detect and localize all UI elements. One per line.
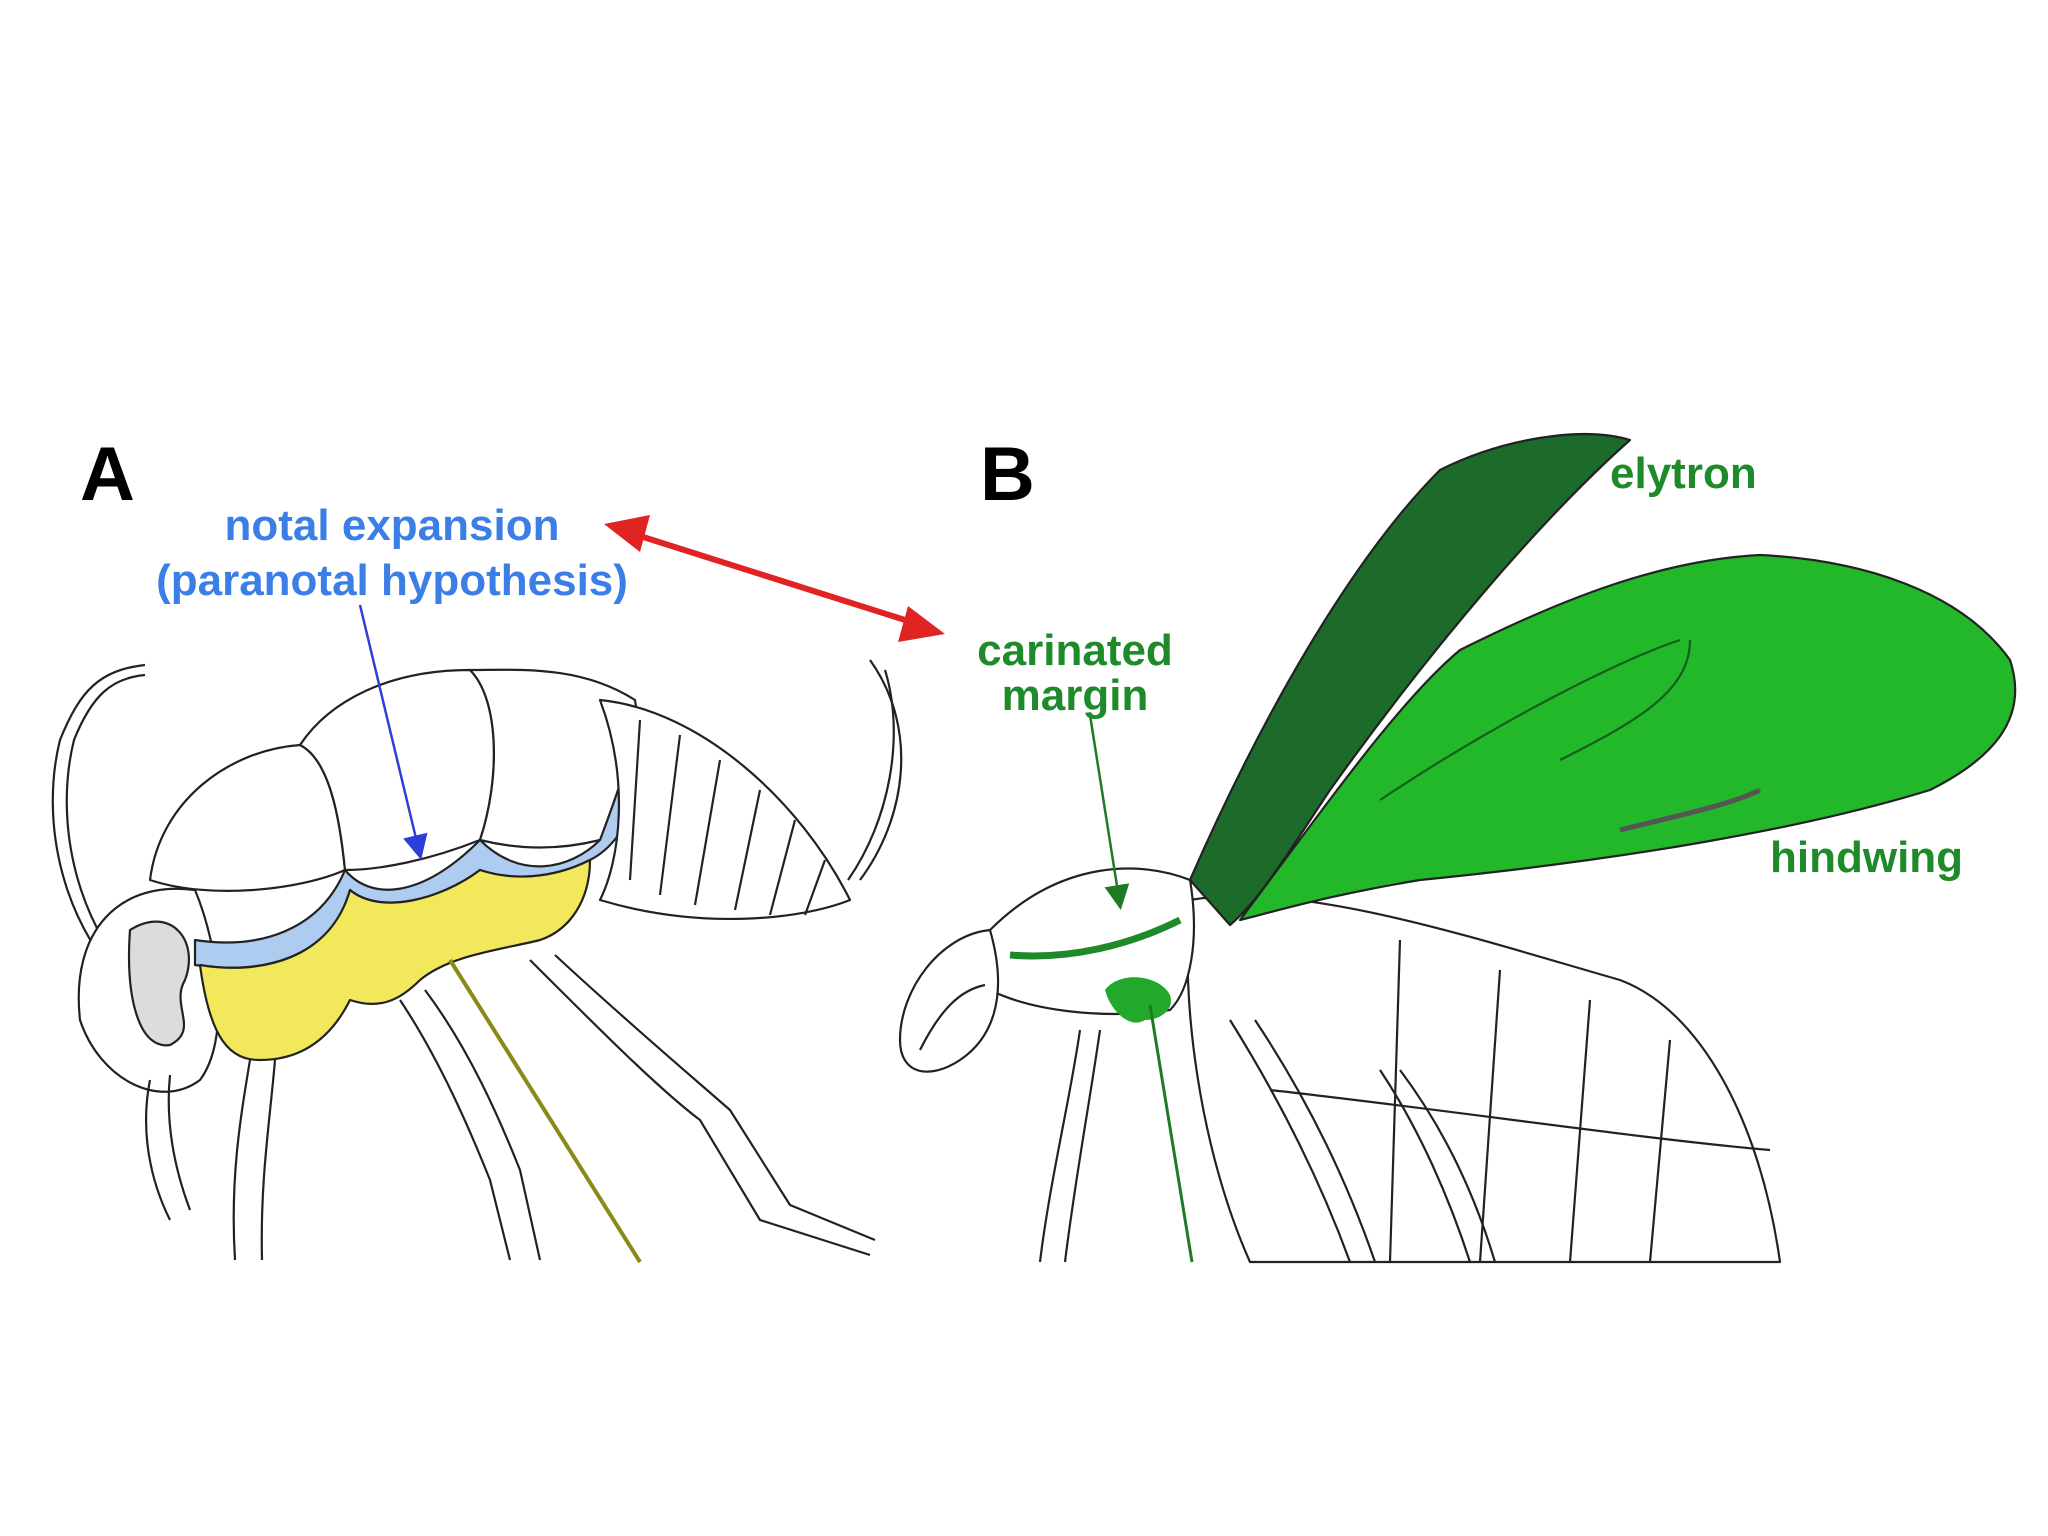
pronotum	[988, 867, 1196, 1016]
leg-a-1	[232, 1059, 277, 1261]
hindwing-label: hindwing	[1770, 833, 1963, 882]
carinated-margin-arrow	[1088, 714, 1130, 910]
notal-expansion-arrow	[358, 604, 428, 860]
body-b	[1186, 894, 1782, 1264]
antenna-left	[51, 663, 146, 1001]
hindwing	[1238, 553, 2017, 922]
hypothesis-connector-arrow	[604, 515, 945, 642]
panel-a	[51, 659, 903, 1264]
head-b	[898, 928, 1000, 1073]
panel-b	[898, 433, 2017, 1264]
elytron	[1188, 433, 1632, 927]
paranotal-hypothesis-label: (paranotal hypothesis)	[156, 556, 628, 605]
leg-a-2	[399, 989, 542, 1261]
margin-label: margin	[1002, 671, 1149, 720]
olive-pointer-line	[448, 958, 642, 1264]
carinated-label: carinated	[977, 626, 1173, 675]
pleuron	[198, 858, 592, 1062]
abdomen	[598, 698, 852, 921]
leg-b-1	[1038, 1029, 1102, 1263]
carinated-margin	[1009, 916, 1182, 960]
compound-eye	[127, 920, 191, 1047]
cercus	[859, 659, 903, 881]
leg-b-2	[1229, 1019, 1377, 1263]
notal-expansion-label: notal expansion	[225, 501, 560, 550]
thoracic-spot	[1105, 977, 1171, 1023]
notum-1	[148, 743, 347, 892]
panel-a-letter: A	[80, 432, 135, 517]
leg-a-3	[529, 954, 876, 1257]
thoracic-pointer-line	[1148, 1004, 1194, 1263]
leg-b-3	[1379, 1069, 1497, 1263]
elytron-label: elytron	[1610, 449, 1757, 498]
leg-a-front	[145, 1074, 192, 1221]
panel-b-letter: B	[980, 432, 1035, 517]
